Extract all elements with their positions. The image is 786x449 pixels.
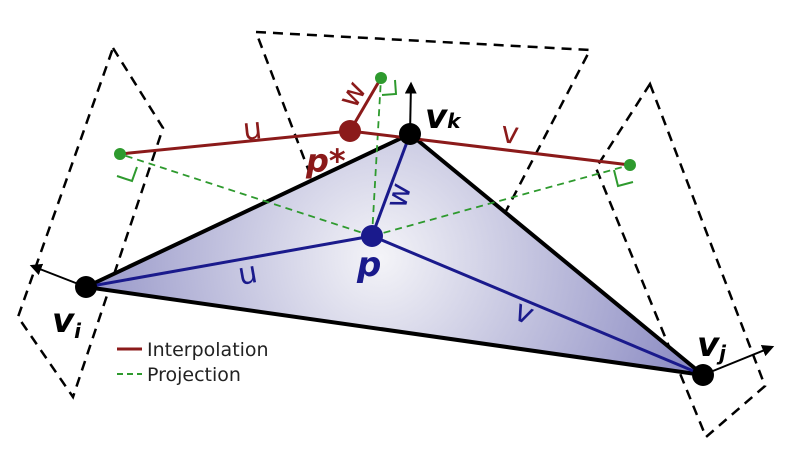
label-vk: vk: [425, 97, 462, 137]
legend-interpolation-label: Interpolation: [147, 339, 269, 361]
vertex-vi: [75, 276, 97, 298]
projection-point-j: [624, 159, 636, 171]
label-p-star: p*: [305, 142, 346, 180]
interp-label-w: w: [332, 75, 375, 114]
projection-point-k: [375, 72, 387, 84]
point-p: [361, 225, 383, 247]
label-vj: vj: [697, 325, 727, 365]
tangent-plane-vi: [16, 45, 165, 400]
vertex-vj: [692, 364, 714, 386]
projection-lines: [119, 77, 631, 237]
interp-label-v: v: [499, 115, 521, 152]
legend: Interpolation Projection: [117, 339, 269, 386]
vertex-vk: [399, 123, 421, 145]
tangent-plane-vj: [594, 81, 767, 440]
label-vi: vi: [52, 301, 82, 343]
legend-projection-label: Projection: [147, 364, 241, 386]
point-p-star: [339, 120, 361, 142]
label-p: p: [356, 245, 381, 285]
normal-arrow-vj: [702, 345, 775, 376]
triangle-face: [84, 132, 705, 377]
right-angle-markers: [116, 79, 634, 188]
projection-point-i: [114, 148, 126, 160]
barycentric-lines: [85, 133, 704, 377]
interp-label-u: u: [241, 111, 264, 148]
tangent-plane-vk: [254, 30, 593, 236]
